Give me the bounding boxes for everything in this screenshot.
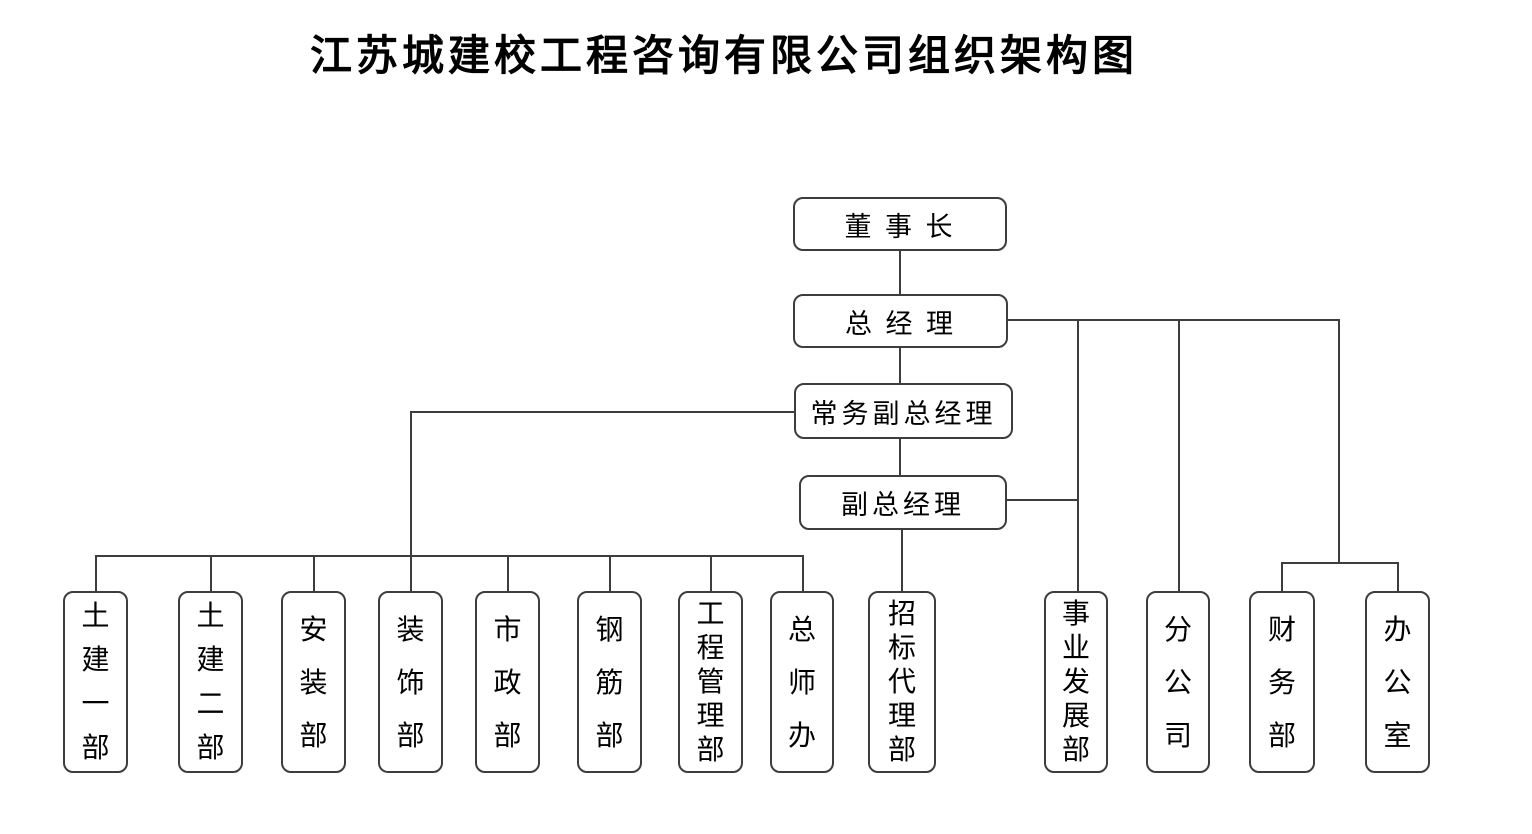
connector-gm-executive-deputy (899, 348, 901, 383)
dept-label: 分公司 (1163, 613, 1192, 751)
connector-stub-chief-engineer-office (802, 555, 804, 591)
dept-node-project-management: 工程管理部 (678, 591, 743, 773)
dept-label: 总师办 (787, 613, 816, 751)
connector-departments-trunk (95, 555, 804, 557)
node-deputy-general-manager: 副总经理 (799, 475, 1007, 530)
dept-label: 招标代理部 (887, 598, 916, 765)
connector-deputy-right-link (1007, 499, 1078, 501)
connector-drop-branch-company (1178, 319, 1180, 591)
dept-node-civil-eng-2: 土建二部 (178, 591, 243, 773)
connector-stub-municipal (507, 555, 509, 591)
dept-node-business-development: 事业发展部 (1044, 591, 1108, 773)
dept-label: 安装部 (299, 613, 328, 751)
dept-node-bidding-agency: 招标代理部 (868, 591, 936, 773)
dept-node-installation: 安装部 (281, 591, 346, 773)
connector-stub-project-management (710, 555, 712, 591)
dept-node-rebar: 钢筋部 (577, 591, 642, 773)
dept-label: 市政部 (493, 613, 522, 751)
chart-title: 江苏城建校工程咨询有限公司组织架构图 (310, 32, 1139, 79)
connector-gm-right-branch (1008, 319, 1339, 321)
connector-executive-deputy-left-branch (410, 411, 794, 413)
dept-label: 办公室 (1383, 613, 1412, 751)
dept-label: 装饰部 (396, 613, 425, 751)
connector-stub-finance (1281, 562, 1283, 591)
connector-stub-admin-office (1397, 562, 1399, 591)
dept-node-finance: 财务部 (1249, 591, 1315, 773)
dept-label: 工程管理部 (696, 598, 725, 765)
connector-stub-civil-eng-2 (210, 555, 212, 591)
dept-node-admin-office: 办公室 (1365, 591, 1430, 773)
connector-stub-rebar (609, 555, 611, 591)
node-chairman: 董 事 长 (793, 197, 1007, 251)
dept-node-civil-eng-1: 土建一部 (63, 591, 128, 773)
dept-label: 钢筋部 (595, 613, 624, 751)
dept-label: 财务部 (1267, 613, 1296, 751)
connector-left-branch-drop (410, 411, 412, 591)
dept-node-branch-company: 分公司 (1146, 591, 1210, 773)
connector-drop-finance-office-group (1338, 319, 1340, 564)
dept-node-decoration: 装饰部 (378, 591, 443, 773)
dept-label: 事业发展部 (1061, 598, 1090, 765)
dept-label: 土建一部 (81, 600, 110, 763)
connector-drop-business-development (1077, 319, 1079, 591)
dept-node-chief-engineer-office: 总师办 (770, 591, 834, 773)
connector-chairman-gm (899, 251, 901, 294)
node-general-manager: 总 经 理 (793, 294, 1008, 348)
connector-executive-deputy-deputy (899, 439, 901, 475)
dept-node-municipal: 市政部 (475, 591, 540, 773)
node-executive-deputy-general-manager: 常务副总经理 (794, 383, 1013, 439)
connector-finance-office-bar (1281, 562, 1399, 564)
connector-stub-civil-eng-1 (95, 555, 97, 591)
dept-label: 土建二部 (196, 600, 225, 763)
connector-deputy-bidding-agency (901, 530, 903, 591)
connector-stub-installation (313, 555, 315, 591)
